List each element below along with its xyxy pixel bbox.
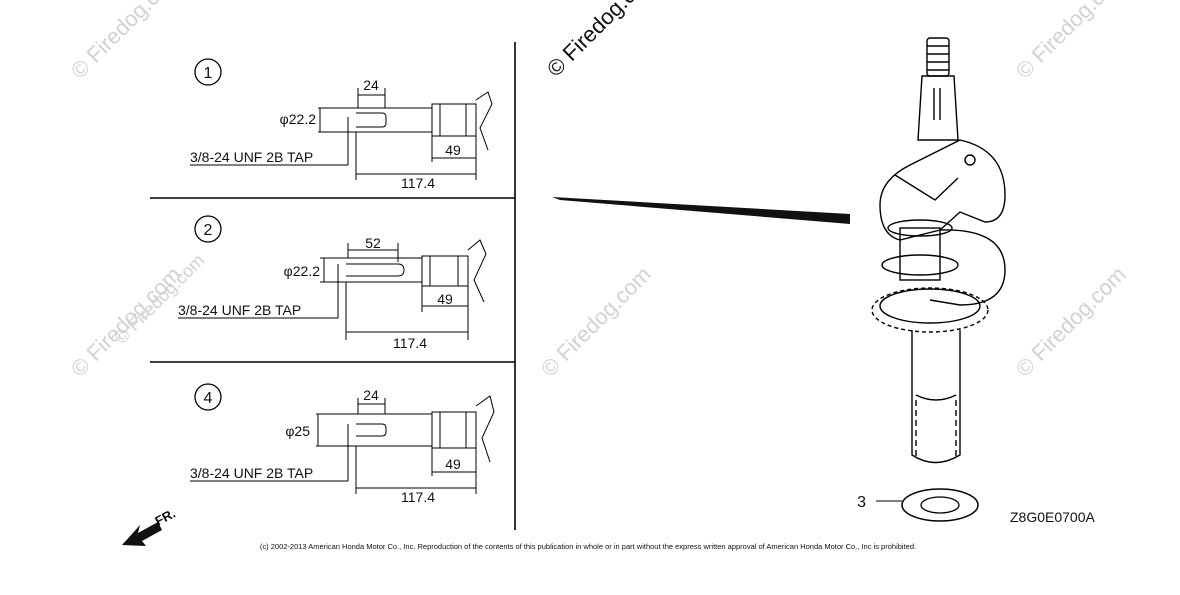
watermark: © Firedog.com <box>1011 0 1131 84</box>
watermarks: © Firedog.com © Firedog.com © Firedog.co… <box>66 0 1131 382</box>
tap-label: 3/8-24 UNF 2B TAP <box>190 465 313 481</box>
washer-part: 3 <box>857 488 979 522</box>
watermark: © Firedog.com <box>111 250 209 348</box>
frame <box>150 42 516 530</box>
dim-short: 52 <box>365 235 381 251</box>
dim-short: 24 <box>363 387 379 403</box>
panel-number: 4 <box>204 390 213 407</box>
part-callout: 3 <box>857 494 866 511</box>
tap-label: 3/8-24 UNF 2B TAP <box>178 302 301 318</box>
watermark: © Firedog.com <box>1011 262 1131 382</box>
tap-label: 3/8-24 UNF 2B TAP <box>190 149 313 165</box>
dim-diameter: φ25 <box>285 423 310 439</box>
panel-number: 1 <box>204 65 213 82</box>
panel-number: 2 <box>204 222 213 239</box>
watermark-main: © Firedog.com <box>542 0 662 82</box>
pointer-arrow <box>552 197 850 224</box>
panel-2: 2 52 φ22.2 3/8-24 UNF 2B TAP <box>178 215 487 351</box>
dim-total: 117.4 <box>401 489 435 505</box>
dim-total: 117.4 <box>393 335 427 351</box>
dim-short: 24 <box>363 77 379 93</box>
watermark: © Firedog.com <box>536 262 656 382</box>
dim-mid: 49 <box>437 291 453 307</box>
dim-diameter: φ22.2 <box>284 263 321 279</box>
dim-mid: 49 <box>445 142 461 158</box>
panel-4: 4 24 φ25 3/8-24 UNF 2B TAP <box>190 383 495 505</box>
figure-code: Z8G0E0700A <box>1010 509 1095 525</box>
panel-1: 1 24 φ22.2 3/8-24 <box>190 58 493 191</box>
front-arrow-icon: FR. <box>122 506 178 546</box>
dim-total: 117.4 <box>401 175 435 191</box>
dim-diameter: φ22.2 <box>280 111 317 127</box>
copyright-notice: (c) 2002-2013 American Honda Motor Co., … <box>260 542 916 551</box>
dim-mid: 49 <box>445 456 461 472</box>
watermark: © Firedog.com <box>66 0 186 84</box>
crankshaft-illustration <box>871 37 1006 464</box>
